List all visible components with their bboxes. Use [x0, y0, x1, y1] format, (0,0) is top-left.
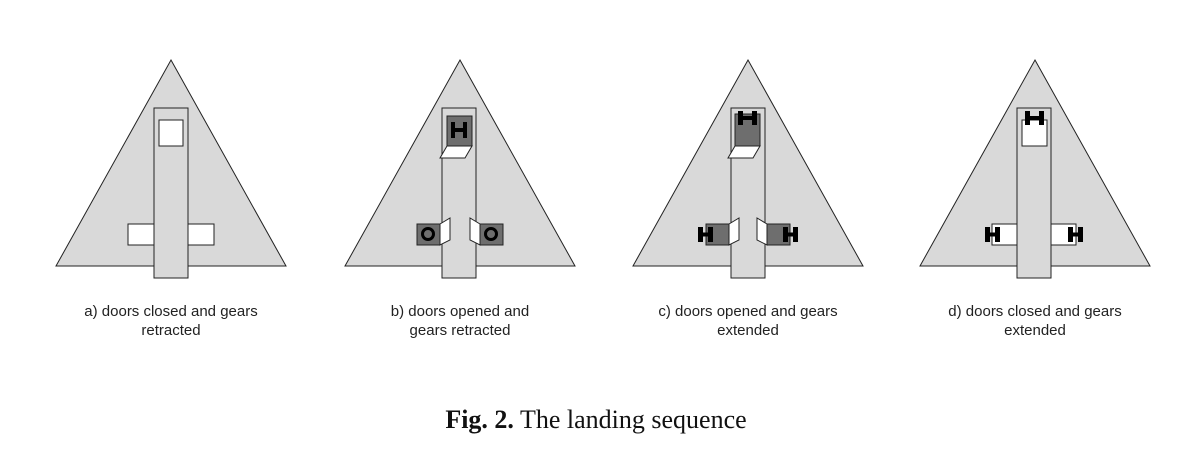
caption-line-2: extended [717, 322, 779, 339]
right-gear-door-open [756, 217, 768, 246]
aircraft-diagram-b [344, 58, 576, 279]
caption-line-2: retracted [141, 322, 201, 339]
panel-b: b) doors opened and gears retracted [330, 50, 590, 350]
aircraft-diagram-c [632, 58, 864, 279]
panel-caption: c) doors opened and gears extended [618, 302, 878, 340]
left-gear-door-open [439, 217, 451, 246]
panel-d: d) doors closed and gears extended [905, 50, 1165, 350]
nose-gear-extended-icon [1025, 111, 1044, 125]
aircraft-diagram-a [55, 58, 287, 279]
figure-caption: Fig. 2. The landing sequence [0, 405, 1192, 435]
nose-gear-extended-icon [738, 111, 757, 125]
right-wheel-icon [484, 227, 498, 241]
panel-caption: b) doors opened and gears retracted [330, 302, 590, 340]
caption-line-1: d) doors closed and gears [948, 303, 1122, 320]
left-gear-door-closed [127, 223, 155, 246]
right-gear-door-open [469, 217, 481, 246]
aircraft-diagram-d [919, 58, 1151, 279]
caption-line-2: gears retracted [409, 322, 511, 339]
right-gear-door-closed [187, 223, 215, 246]
caption-line-2: extended [1004, 322, 1066, 339]
caption-line-1: b) doors opened and [390, 303, 530, 320]
panel-c: c) doors opened and gears extended [618, 50, 878, 350]
right-gear-extended-icon [1068, 227, 1083, 242]
caption-line-1: a) doors closed and gears [84, 303, 258, 320]
left-gear-extended-icon [985, 227, 1000, 242]
right-gear-extended-icon [783, 227, 798, 242]
nose-gear-door-open [439, 145, 473, 159]
left-gear-door-open [728, 217, 740, 246]
left-gear-extended-icon [698, 227, 713, 242]
panel-caption: a) doors closed and gears retracted [41, 302, 301, 340]
figure-number: Fig. 2. [445, 405, 514, 434]
panel-caption: d) doors closed and gears extended [905, 302, 1165, 340]
nose-gear-retracted-icon [451, 122, 467, 138]
panel-a: a) doors closed and gears retracted [41, 50, 301, 350]
left-wheel-icon [421, 227, 435, 241]
figure-title: The landing sequence [519, 405, 747, 434]
caption-line-1: c) doors opened and gears [658, 303, 838, 320]
nose-gear-door-open [727, 145, 761, 159]
nose-gear-door-closed [158, 119, 184, 147]
